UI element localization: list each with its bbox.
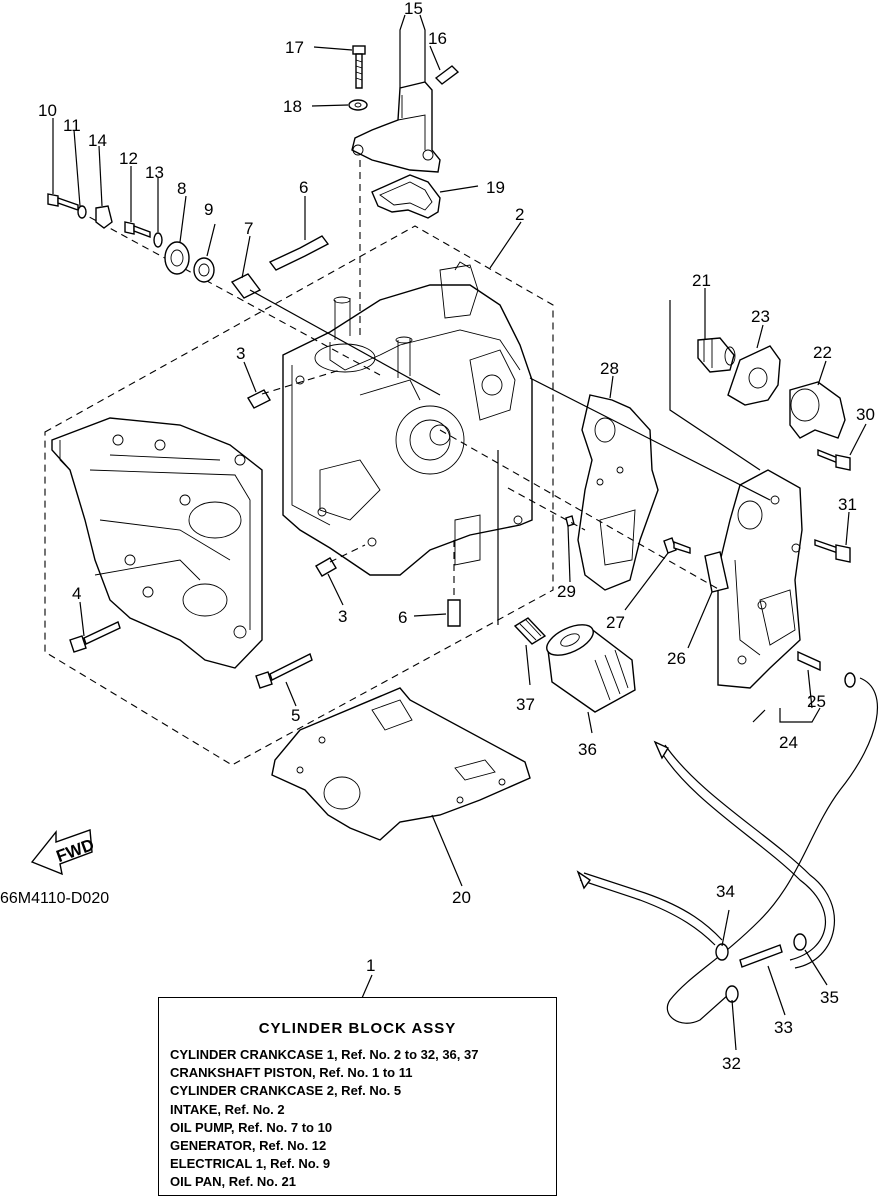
callout-12: 11 [63, 116, 81, 135]
fwd-label: FWD [54, 835, 97, 866]
dowel-3a-part [247, 389, 271, 409]
thermostat-22-part [697, 337, 736, 373]
gasket-part [371, 174, 441, 219]
dowel-3b-part [315, 557, 337, 577]
callouts: 15 17 16 18 10 11 14 12 13 8 6 19 9 2 7 … [0, 0, 875, 1073]
leader-lines [52, 14, 867, 1051]
callout-19: 17 [285, 38, 304, 57]
cylinder-crankcase-1-part [282, 261, 533, 576]
callout-34: 34 [716, 882, 735, 901]
callout-29: 28 [600, 359, 619, 378]
bolt-4-part [69, 621, 121, 653]
callout-15: 14 [88, 131, 107, 150]
washer-14-part [153, 232, 163, 248]
note-title: CYLINDER BLOCK ASSY [258, 1020, 457, 1037]
pin-30-part [565, 515, 575, 527]
crankcase-2-part [51, 417, 263, 669]
cover-23-part [789, 381, 846, 439]
callout-35: 35 [820, 988, 839, 1007]
callout-28: 27 [606, 613, 625, 632]
callout-30: 29 [557, 582, 576, 601]
note-line: INTAKE, Ref. No. 2 [170, 1101, 285, 1117]
screw-28-part [663, 537, 691, 554]
washer-12-part [77, 205, 87, 219]
callout-7: 6 [299, 178, 308, 197]
callout-18: 19 [486, 178, 505, 197]
callout-36: 36 [578, 740, 597, 759]
callout-31a: 30 [856, 405, 875, 424]
screw-11-part [47, 193, 79, 211]
oil-filter-36-part [546, 624, 636, 713]
callout-3a: 3 [236, 344, 245, 363]
callout-6: 6 [398, 608, 407, 627]
fitting-26-part [797, 650, 856, 688]
callout-21: 20 [452, 888, 471, 907]
fitting-37-part [513, 617, 547, 645]
callout-32: 32 [722, 1054, 741, 1073]
gasket-24-part [727, 345, 781, 406]
callout-26: 25 [807, 692, 826, 711]
callout-11: 10 [38, 101, 57, 120]
hose-7-part [268, 235, 330, 271]
callout-27: 26 [667, 649, 686, 668]
callout-20: 18 [283, 97, 302, 116]
cover-25-part [717, 469, 803, 689]
callout-2: 2 [515, 205, 524, 224]
hose-32-part [653, 740, 835, 969]
callout-14: 13 [145, 163, 164, 182]
bolt-5-part [255, 653, 313, 689]
callout-8: 7 [244, 219, 253, 238]
callout-10: 9 [204, 200, 213, 219]
callout-37: 37 [516, 695, 535, 714]
dowel-6-part [447, 599, 461, 627]
oil-pump-housing-part [351, 81, 441, 173]
note-line: ELECTRICAL 1, Ref. No. 9 [170, 1156, 331, 1172]
assembly-note-box: CYLINDER BLOCK ASSY CYLINDER CRANKCASE 1… [158, 997, 557, 1196]
note-line: CRANKSHAFT PISTON, Ref. No. 1 to 11 [170, 1065, 413, 1081]
callout-13: 12 [119, 149, 138, 168]
gasket-29-part [577, 394, 659, 591]
forward-arrow-icon: FWD [30, 829, 97, 876]
screw-13-part [124, 221, 151, 239]
oil-seal-10-part [193, 257, 215, 283]
hose-34-part [576, 870, 723, 946]
note-line: GENERATOR, Ref. No. 12 [170, 1138, 327, 1154]
callout-23: 22 [813, 343, 832, 362]
callout-24: 23 [751, 307, 770, 326]
callout-9: 8 [177, 179, 186, 198]
callout-22: 21 [692, 271, 711, 290]
shaft-8-part [230, 273, 262, 299]
bolt-31b-part [814, 539, 851, 563]
note-line: CYLINDER CRANKCASE 2, Ref. No. 5 [170, 1083, 402, 1099]
callout-25: 24 [779, 733, 798, 752]
bolt-31a-part [817, 448, 851, 471]
assembly-dashed-outline [44, 225, 554, 766]
bolt-19-part [352, 45, 366, 89]
note-lines: CYLINDER CRANKCASE 1, Ref. No. 2 to 32, … [170, 1046, 478, 1192]
plate-27-part [704, 551, 729, 593]
drawing-code: 66M4110-D020 [0, 890, 109, 907]
callout-16: 15 [404, 0, 423, 18]
note-line: OIL PAN, Ref. No. 21 [170, 1174, 296, 1190]
plate-15-part [95, 205, 113, 229]
callout-31b: 31 [838, 495, 857, 514]
callout-1: 1 [366, 956, 375, 975]
callout-5: 5 [291, 706, 300, 725]
pin-17-part [434, 65, 460, 85]
callout-4: 4 [72, 584, 81, 603]
gasket-21-part [271, 687, 531, 841]
note-line: OIL PUMP, Ref. No. 7 to 10 [170, 1119, 333, 1135]
callout-33: 33 [774, 1018, 793, 1037]
callout-17: 16 [428, 29, 447, 48]
oil-seal-9-part [164, 241, 190, 275]
note-line: CYLINDER CRANKCASE 1, Ref. No. 2 to 32, … [170, 1047, 479, 1062]
washer-20-part [348, 99, 368, 111]
callout-3b: 3 [338, 607, 347, 626]
connector-33-part [715, 933, 807, 1003]
